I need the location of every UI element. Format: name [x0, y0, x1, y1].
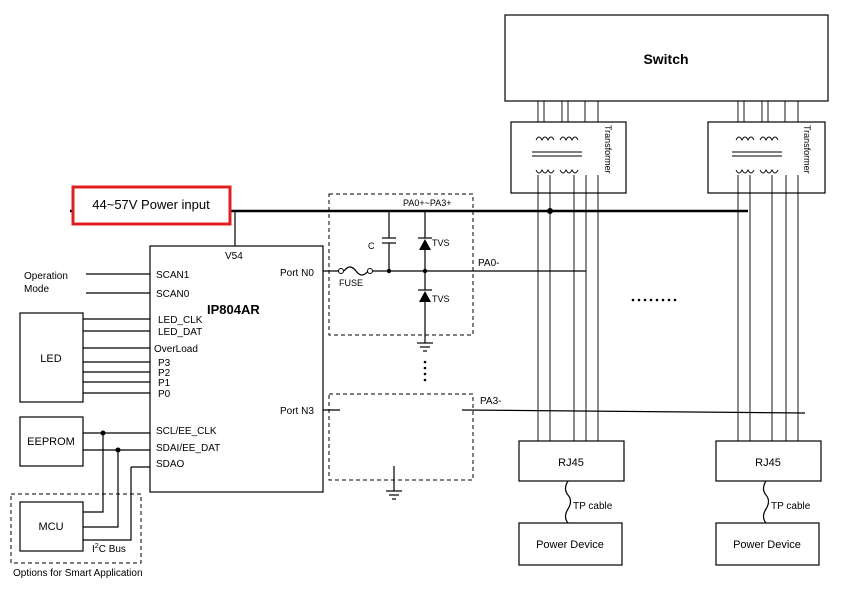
pin-label: LED_CLK: [158, 315, 203, 326]
operation-mode-line2: Mode: [24, 284, 49, 295]
protection-block-bottom: [328, 393, 474, 481]
rj45-right-box: [715, 440, 822, 482]
horizontal-ellipsis: [631, 298, 677, 302]
pin-label: P3: [158, 358, 171, 369]
pa0-minus-label: PA0-: [478, 258, 500, 269]
chip-pins: SCAN1 SCAN0 LED_CLK LED_DAT OverLoad P3 …: [154, 270, 220, 470]
pin-label: P0: [158, 389, 171, 400]
tp-cable-left-label: TP cable: [573, 501, 613, 512]
options-area: [10, 493, 142, 564]
power-device-right-label: Power Device: [733, 539, 801, 551]
vertical-ellipsis: [423, 360, 427, 382]
rj45-right-label: RJ45: [755, 457, 781, 469]
power-device-left-label: Power Device: [536, 539, 604, 551]
pin-label: LED_DAT: [158, 327, 202, 338]
tp-cable-right-icon: [762, 480, 770, 524]
pin-label: SDAI/EE_DAT: [156, 443, 220, 454]
led-label: LED: [40, 353, 61, 365]
options-label: Options for Smart Application: [13, 568, 143, 579]
rj45-left-box: [518, 440, 625, 482]
tp-cable-right-label: TP cable: [771, 501, 811, 512]
ip804ar-chip: [149, 245, 324, 493]
capacitor: [382, 237, 396, 270]
power-device-left-box: [518, 522, 623, 566]
pin-label: SCL/EE_CLK: [156, 426, 217, 437]
fuse-icon: [343, 266, 369, 276]
pin-label: P1: [158, 378, 171, 389]
tvs-diode-bottom: [418, 271, 432, 343]
fuse-terminal-right: [367, 268, 373, 274]
pin-label: SDAO: [156, 459, 185, 470]
transformer-left-label: Transformer: [603, 125, 613, 174]
port-n0-label: Port N0: [280, 268, 314, 279]
power-input-label: 44~57V Power input: [92, 197, 210, 212]
led-wires: [83, 318, 150, 394]
operation-mode-line1: Operation: [24, 271, 68, 282]
rj45-left-label: RJ45: [558, 457, 584, 469]
transformer-left: Transformer: [510, 121, 627, 194]
power-device-right-box: [715, 522, 820, 566]
switch-box: [504, 14, 829, 102]
pa3-minus-wire: [461, 409, 806, 414]
power-bus-junction: [547, 208, 553, 214]
tvs-diode-top: [418, 237, 432, 270]
ground-icon-top: [417, 342, 433, 352]
pa3-minus-label: PA3-: [480, 396, 502, 407]
pin-label: SCAN1: [156, 270, 190, 281]
tp-cable-left-icon: [564, 480, 572, 524]
transformer-to-rj45-lines: [537, 175, 799, 441]
i2c-bus-label: I2C Bus: [92, 543, 126, 555]
led-box: [19, 312, 84, 403]
tvs-bottom-label: TVS: [432, 294, 450, 304]
port-n3-label: Port N3: [280, 406, 314, 417]
cap-junction: [386, 268, 392, 274]
chip-name: IP804AR: [207, 302, 260, 317]
pa-range-label: PA0+~PA3+: [403, 198, 451, 208]
pin-label: SCAN0: [156, 289, 190, 300]
pin-label: OverLoad: [154, 344, 198, 355]
mcu-label: MCU: [38, 521, 63, 533]
switch-label: Switch: [643, 51, 688, 67]
v54-label: V54: [225, 251, 243, 262]
eeprom-box: [19, 416, 84, 467]
pin-label: P2: [158, 368, 171, 379]
ground-icon-bottom: [386, 490, 402, 500]
tvs-top-label: TVS: [432, 238, 450, 248]
mcu-box: [19, 501, 84, 552]
transformer-right-label: Transformer: [802, 125, 812, 174]
eeprom-label: EEPROM: [27, 436, 75, 448]
cap-label: C: [368, 241, 375, 251]
protection-block-top: [328, 193, 474, 336]
power-input-highlight: [71, 185, 232, 226]
fuse-terminal-left: [338, 268, 344, 274]
eeprom-wires: [83, 430, 150, 453]
fuse-label: FUSE: [339, 278, 363, 288]
mcu-wires: [83, 433, 150, 541]
transformer-right: Transformer: [707, 121, 826, 194]
